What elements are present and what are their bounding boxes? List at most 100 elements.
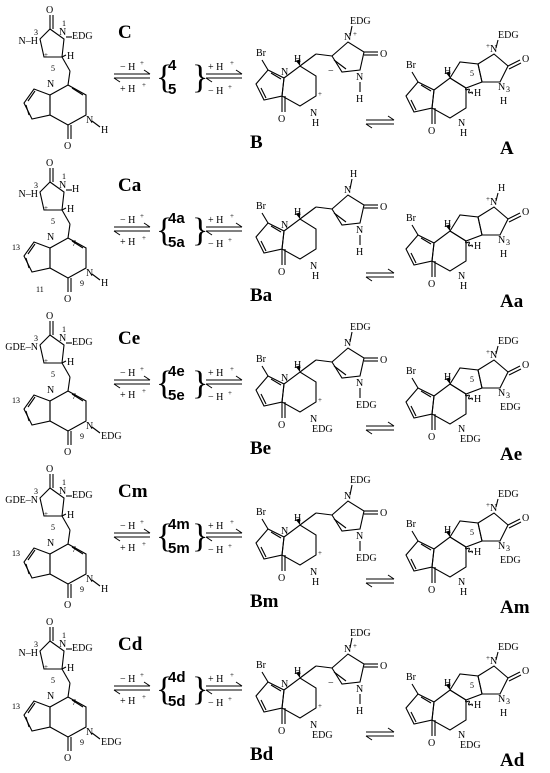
pyrrole-ring xyxy=(255,375,285,407)
imidazole-n-top-substituent: EDG xyxy=(350,628,371,639)
amide-substituent: H xyxy=(312,577,319,588)
imidazolone-oxygen: O xyxy=(522,666,529,677)
cyclopentane-ring xyxy=(449,214,483,242)
n9-substituent: EDG xyxy=(101,431,122,442)
n9-substituent: EDG xyxy=(101,737,122,748)
lactam-oxygen: O xyxy=(64,141,71,152)
compound-label-c: Ce xyxy=(118,328,140,349)
imidazole-ring xyxy=(331,500,365,532)
ring-fusion-hydrogen: H xyxy=(474,700,481,711)
imidazolone-n-top-substituent: EDG xyxy=(498,30,519,41)
pyrrole-double-bond xyxy=(25,716,30,728)
intermediate-label: 5 xyxy=(168,81,176,98)
c4-h-bond xyxy=(61,54,67,58)
c-br-bond xyxy=(261,212,269,224)
imidazolidinone-ring xyxy=(39,487,65,517)
intermediate-label: 5a xyxy=(168,234,185,251)
n1-number: 1 xyxy=(62,172,66,181)
ring-fusion-hydrogen: H xyxy=(474,394,481,405)
imidazolone-n-top-charge: + xyxy=(486,195,490,203)
imidazolone-carbonyl xyxy=(507,59,521,67)
ring-charge: + xyxy=(318,702,322,710)
pyrrole-ring xyxy=(255,222,285,254)
imidazolone-carbonyl xyxy=(508,215,522,223)
protonation-label: + H xyxy=(120,543,135,554)
equilibrium-arrow-head xyxy=(143,222,151,228)
stereo-hydrogen: H xyxy=(444,525,451,536)
pyrrole-double-bond xyxy=(260,240,267,252)
protonation-charge: + xyxy=(142,81,146,89)
compound-label-a: Ae xyxy=(500,444,522,465)
deprotonation-label: − H xyxy=(120,521,135,532)
pyrrole-ring xyxy=(255,681,285,713)
imidazole-n-top: N xyxy=(344,491,351,502)
amide-substituent: EDG xyxy=(460,434,481,445)
lactam-oxygen: O xyxy=(428,585,435,596)
imidazolone-n-top-substituent: H xyxy=(498,183,505,194)
pyrrole-double-bond xyxy=(27,549,36,561)
n-top-sub-bond xyxy=(349,178,353,190)
methylene-bond xyxy=(67,223,71,239)
n1-atom: N xyxy=(59,639,66,650)
c4-hydrogen: H xyxy=(67,663,74,674)
n1-substituent: EDG xyxy=(72,31,93,42)
carbonyl-oxygen: O xyxy=(46,5,53,16)
methylene-bond xyxy=(299,359,317,373)
lactam-oxygen: O xyxy=(278,573,285,584)
c7-number: 7 xyxy=(72,698,76,707)
compound-label-a: Am xyxy=(500,597,530,618)
pyrrole-ring xyxy=(23,700,51,732)
c-br-bond xyxy=(261,59,269,71)
deprotonation-label: − H xyxy=(208,698,223,709)
methylene-bond xyxy=(67,682,71,698)
imidazolidinone-ring xyxy=(39,28,65,58)
imidazole-n-top: N xyxy=(344,185,351,196)
intermediate-label: 4 xyxy=(168,57,177,74)
stereo-hydrogen: H xyxy=(294,360,301,371)
ring-charge: + xyxy=(318,549,322,557)
imidazole-double-bond xyxy=(333,671,347,682)
methylene-bond xyxy=(67,376,71,392)
bromine-atom: Br xyxy=(256,660,267,671)
pyrrole-ring xyxy=(23,241,51,273)
lactam-oxygen: O xyxy=(278,726,285,737)
deprotonation-charge: + xyxy=(228,542,232,550)
deprotonation-label: − H xyxy=(208,239,223,250)
c5-number: 5 xyxy=(51,370,55,379)
stereo-wedge xyxy=(295,59,301,66)
imidazolone-n-top-charge: + xyxy=(486,42,490,50)
n1-number: 1 xyxy=(62,19,66,28)
methylene-bond xyxy=(61,362,71,378)
equilibrium-arrow-head xyxy=(365,735,373,741)
equilibrium-arrow-head xyxy=(387,574,395,580)
pyrrole-double-bond xyxy=(27,90,36,102)
stereo-wedge xyxy=(445,224,451,231)
open-brace: { xyxy=(156,671,172,708)
compound-label-a: Aa xyxy=(500,291,524,312)
amide-nitrogen: N xyxy=(458,424,465,435)
equilibrium-arrow-head xyxy=(235,681,243,687)
n3-number: 3 xyxy=(506,391,510,400)
imidazole-oxygen: O xyxy=(380,202,387,213)
equilibrium-arrow-head xyxy=(143,681,151,687)
deprotonation-label: − H xyxy=(208,86,223,97)
imidazole-oxygen: O xyxy=(380,49,387,60)
lactam-oxygen: O xyxy=(64,294,71,305)
n-top-sub-bond xyxy=(349,25,353,37)
stereo-hydrogen: H xyxy=(294,666,301,677)
pyrrole-double-bond xyxy=(410,405,417,417)
pyrrole-double-bond xyxy=(420,84,432,92)
imidazole-oxygen: O xyxy=(380,661,387,672)
equilibrium-arrow-head xyxy=(387,421,395,427)
pyrrole-ring xyxy=(255,528,285,560)
deprotonation-label: − H xyxy=(120,674,135,685)
imidazolone-carbonyl xyxy=(508,62,522,70)
c7-number: 7 xyxy=(72,545,76,554)
double-bond xyxy=(71,393,84,402)
c-br-bond xyxy=(411,224,419,236)
